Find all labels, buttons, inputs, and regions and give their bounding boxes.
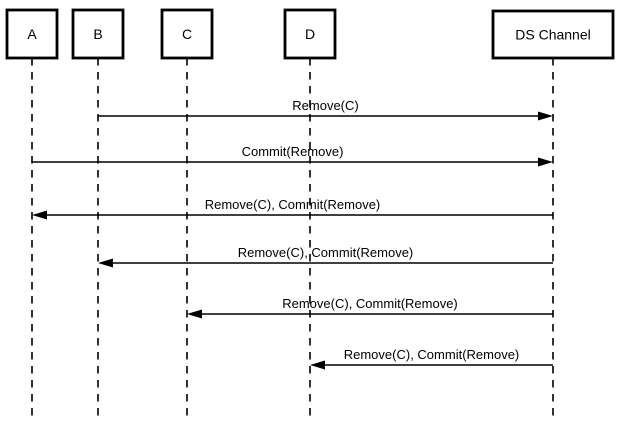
message-arrowhead-1 xyxy=(538,111,553,121)
participant-box-c xyxy=(160,8,214,60)
message-label-5: Remove(C), Commit(Remove) xyxy=(282,296,458,311)
message-label-1: Remove(C) xyxy=(292,98,358,113)
message-label-6: Remove(C), Commit(Remove) xyxy=(344,347,520,362)
participant-box-d xyxy=(283,8,337,60)
participant-label-b: B xyxy=(93,26,102,42)
participant-label-ds: DS Channel xyxy=(515,27,591,43)
message-label-4: Remove(C), Commit(Remove) xyxy=(238,245,414,260)
message-arrowhead-5 xyxy=(187,309,202,319)
participant-box-ds xyxy=(491,9,615,60)
participant-label-a: A xyxy=(27,26,37,42)
message-arrowhead-3 xyxy=(32,210,47,220)
participant-label-d: D xyxy=(305,26,315,42)
message-label-3: Remove(C), Commit(Remove) xyxy=(205,197,381,212)
participant-box-a xyxy=(5,8,59,60)
message-arrowhead-4 xyxy=(98,258,113,268)
participant-label-c: C xyxy=(182,26,192,42)
message-arrowhead-2 xyxy=(538,157,553,167)
participant-box-b xyxy=(71,8,125,60)
message-label-2: Commit(Remove) xyxy=(242,144,344,159)
message-arrowhead-6 xyxy=(310,360,325,370)
